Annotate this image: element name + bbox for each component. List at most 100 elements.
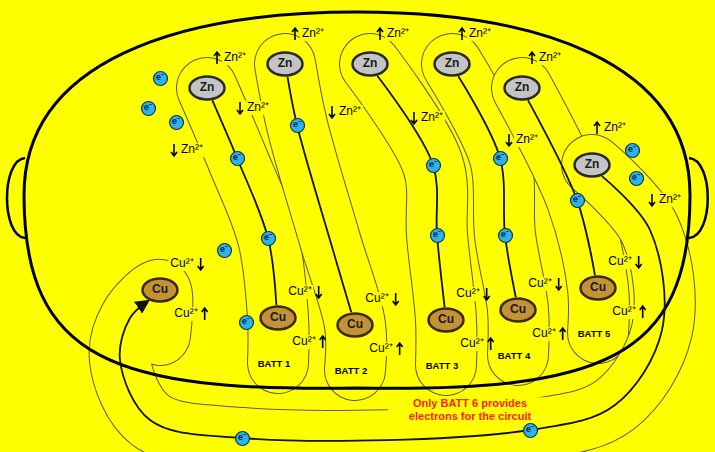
electron: e⁻ — [260, 230, 277, 247]
electron-outline — [153, 71, 167, 85]
wire — [458, 76, 515, 297]
copper-electrode: Cu — [336, 312, 374, 338]
label-text: Cu²⁺ — [288, 284, 311, 298]
label-text: Zn²⁺ — [659, 192, 681, 206]
flow-arrow — [397, 343, 403, 355]
ion-label: Zn²⁺ — [385, 27, 411, 41]
battery-regions — [120, 64, 665, 441]
electron: e⁻ — [429, 227, 446, 244]
zinc-electrode: Zn — [266, 51, 304, 77]
electrode-label: Cu — [510, 303, 526, 316]
electron: e⁻ — [569, 192, 586, 209]
ion-label: Cu²⁺ — [363, 292, 390, 306]
ion-label: Cu²⁺ — [530, 327, 557, 341]
label-text: Zn²⁺ — [247, 100, 269, 114]
label-text: Zn²⁺ — [421, 110, 443, 124]
electron-label: e⁻ — [293, 120, 301, 130]
label-text: Cu²⁺ — [608, 254, 631, 268]
electron-outline — [430, 228, 444, 242]
label-text: Cu²⁺ — [532, 326, 555, 340]
electrode-label: Cu — [152, 283, 168, 296]
electron: e⁻ — [216, 242, 233, 259]
copper-electrode-outline — [429, 309, 464, 332]
electron: e⁻ — [168, 114, 185, 131]
wire — [120, 176, 665, 441]
flow-arrow — [292, 28, 298, 40]
flow-arrow — [529, 52, 535, 64]
battery-label: BATT 1 — [256, 359, 293, 370]
battery-label: BATT 5 — [576, 329, 613, 340]
electron-outline — [493, 151, 507, 165]
copper-electrode: Cu — [141, 277, 179, 303]
zinc-electrode: Zn — [433, 51, 471, 77]
label-text: BATT 5 — [578, 328, 611, 339]
ion-label: Zn²⁺ — [602, 121, 628, 135]
label-text: Cu²⁺ — [292, 334, 315, 348]
ion-label: Zn²⁺ — [337, 105, 363, 119]
electron-label: e⁻ — [156, 73, 164, 83]
zinc-electrode-outline — [505, 77, 540, 100]
electron: e⁻ — [624, 142, 641, 159]
electron-outline — [426, 158, 440, 172]
copper-electrode-outline — [501, 299, 536, 322]
flow-arrow — [198, 258, 204, 270]
electron: e⁻ — [140, 100, 157, 117]
lemon-tip — [689, 158, 708, 238]
electron-outline — [169, 115, 183, 129]
electron-label: e⁻ — [526, 425, 534, 435]
flow-arrow — [214, 52, 220, 64]
ion-label: Zn²⁺ — [300, 27, 326, 41]
label-text: Zn²⁺ — [302, 26, 324, 40]
zinc-electrode: Zn — [573, 152, 611, 178]
copper-electrode-outline — [261, 307, 296, 330]
ion-label: Zn²⁺ — [179, 143, 205, 157]
battery-label: BATT 4 — [496, 351, 533, 362]
label-text: Cu²⁺ — [456, 286, 479, 300]
copper-electrode: Cu — [579, 275, 617, 301]
zinc-electrode-outline — [435, 53, 470, 76]
flow-arrow — [237, 102, 243, 114]
label-text: Cu²⁺ — [612, 304, 635, 318]
electron: e⁻ — [522, 422, 539, 439]
electron-label: e⁻ — [628, 145, 636, 155]
label-text: BATT 4 — [498, 350, 531, 361]
label-text: Cu²⁺ — [174, 306, 197, 320]
electrode-label: Zn — [445, 57, 460, 70]
circuit-note: Only BATT 6 provides electrons for the c… — [388, 397, 552, 422]
lemon-outline — [7, 12, 708, 388]
electron-label: e⁻ — [264, 233, 272, 243]
label-text: Zn²⁺ — [604, 120, 626, 134]
electron: e⁻ — [229, 150, 246, 167]
label-text: BATT 2 — [335, 365, 368, 376]
electrode-label: Zn — [278, 57, 293, 70]
electron-outline — [141, 101, 155, 115]
electron-outline — [570, 193, 584, 207]
zinc-electrode-outline — [353, 53, 388, 76]
label-text: Cu²⁺ — [528, 276, 551, 290]
flow-arrows — [171, 28, 655, 355]
flow-arrow — [320, 336, 326, 348]
label-text: Zn²⁺ — [224, 50, 246, 64]
copper-electrode-outline — [581, 277, 616, 300]
label-text: Zn²⁺ — [181, 142, 203, 156]
ion-label: Cu²⁺ — [290, 335, 317, 349]
electron: e⁻ — [238, 314, 255, 331]
flow-arrow — [636, 256, 642, 268]
battery-region-outline — [120, 165, 665, 441]
electron: e⁻ — [425, 157, 442, 174]
flow-arrow — [202, 308, 208, 320]
electrode-label: Cu — [438, 313, 454, 326]
label-text: Cu²⁺ — [365, 291, 388, 305]
flow-arrow — [560, 328, 566, 340]
electron-label: e⁻ — [233, 153, 241, 163]
wire — [377, 76, 444, 307]
flow-arrow — [594, 122, 600, 134]
ion-label: Zn²⁺ — [514, 133, 540, 147]
zinc-electrode: Zn — [351, 51, 389, 77]
electron: e⁻ — [152, 70, 169, 87]
ion-label: Zn²⁺ — [657, 193, 683, 207]
flow-arrow — [484, 288, 490, 300]
ion-label: Cu²⁺ — [526, 277, 553, 291]
electron-label: e⁻ — [573, 195, 581, 205]
flow-arrow — [329, 106, 335, 118]
